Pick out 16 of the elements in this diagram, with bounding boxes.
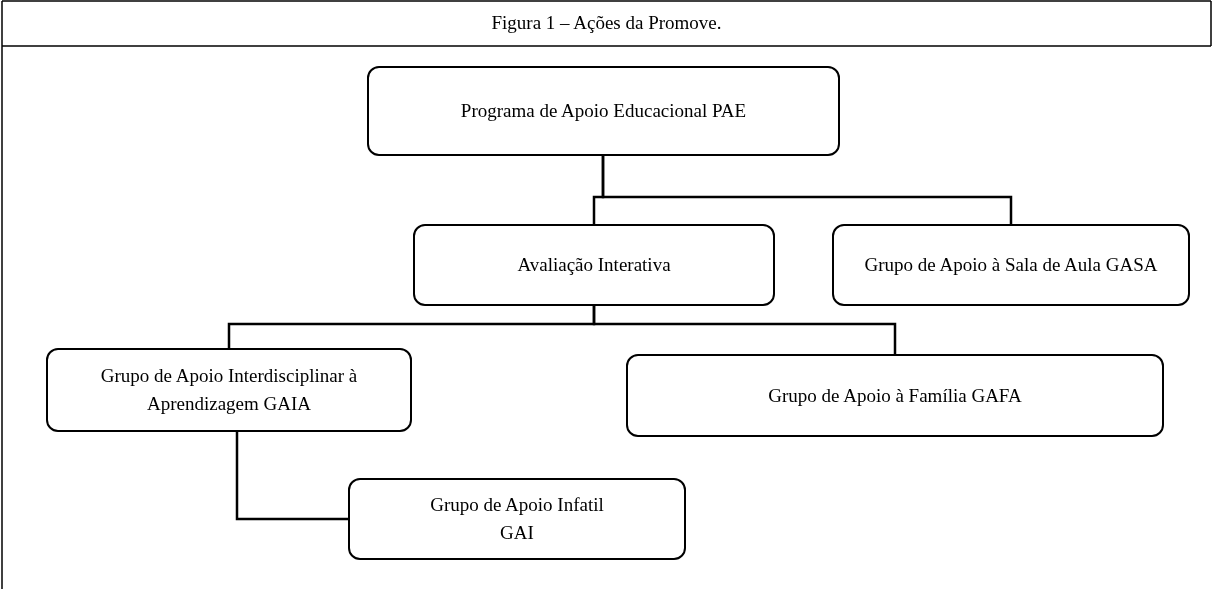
box-label: Programa de Apoio Educacional PAE (460, 99, 747, 124)
process-box (626, 354, 1164, 437)
process-box (46, 348, 412, 432)
box-label: Grupo de Apoio à Sala de Aula GASA (864, 253, 1158, 278)
connector-line (235, 432, 348, 521)
process-box (348, 478, 686, 560)
box-label: Grupo de Apoio Interdisciplinar à Aprendizagem GAIA (99, 364, 359, 416)
process-box (367, 66, 840, 156)
process-box (832, 224, 1190, 306)
box-label: Grupo de Apoio Infatil GAI (429, 493, 605, 545)
connector-line (601, 156, 1013, 224)
connector-line (592, 306, 897, 354)
process-box (413, 224, 775, 306)
figure-title: Figura 1 – Ações da Promove. (490, 12, 723, 34)
box-label: Avaliação Interativa (517, 253, 671, 278)
box-label: Grupo de Apoio à Família GAFA (768, 383, 1022, 408)
